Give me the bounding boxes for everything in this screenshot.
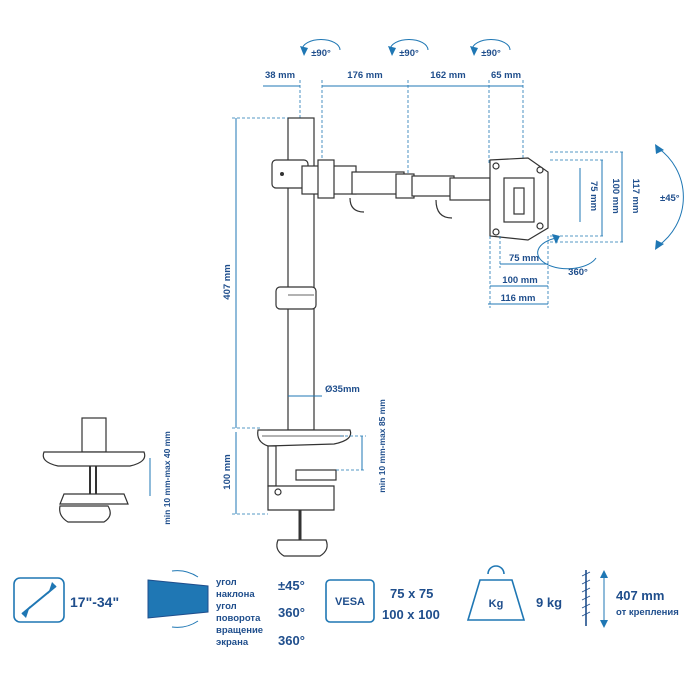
dim-h117: 117 mm: [630, 179, 641, 214]
rotation-middle-label: ±90°: [399, 48, 419, 59]
height-sub: от крепления: [616, 607, 679, 618]
plate-height-dims: 75 mm 100 mm 117 mm: [550, 151, 641, 243]
tilt-label-1: угол: [216, 577, 237, 588]
arm-dimension-row: 38 mm 176 mm 162 mm 65 mm: [263, 70, 524, 175]
spec-tilt-swivel: угол наклона угол поворота вращение экра…: [147, 570, 305, 648]
dim-h75: 75 mm: [588, 181, 599, 211]
tilt-value: ±45°: [278, 578, 305, 593]
pole-height-label: 407 mm: [222, 264, 233, 299]
dim-162: 162 mm: [430, 70, 465, 81]
dim-h100: 100 mm: [610, 178, 621, 213]
rotation-left-label: ±90°: [311, 48, 331, 59]
vesa-plate: [489, 157, 549, 241]
spec-height: 407 mm от крепления: [581, 570, 679, 628]
screen-size-label: 17"-34": [70, 594, 119, 610]
pole-diameter-dim: Ø35mm: [288, 384, 360, 397]
dim-w75: 75 mm: [509, 253, 539, 264]
spec-vesa: VESA 75 x 75 100 x 100: [325, 579, 440, 623]
dim-65: 65 mm: [491, 70, 521, 81]
tilt-label: ±45°: [660, 193, 680, 204]
pole-collar: [275, 286, 317, 310]
dim-w100: 100 mm: [502, 275, 537, 286]
rotate-label-1: вращение: [216, 625, 263, 636]
clamp-base: [257, 429, 352, 557]
grommet-range-label: min 10 mm-max 40 mm: [162, 431, 172, 525]
swivel-label-2: поворота: [216, 613, 261, 624]
weight-badge: Kg: [489, 598, 504, 610]
vesa-100: 100 x 100: [382, 607, 440, 622]
grommet-mount: [42, 417, 146, 523]
rotation-badge-middle: ±90°: [388, 38, 429, 59]
clamp-height-label: 100 mm: [222, 454, 233, 489]
rotation-right-label: ±90°: [481, 48, 501, 59]
weight-value: 9 kg: [536, 595, 562, 610]
tilt-label-2: наклона: [216, 589, 255, 600]
height-value: 407 mm: [616, 588, 664, 603]
rotate-label-2: экрана: [216, 637, 249, 648]
pole-diameter-label: Ø35mm: [325, 384, 360, 395]
clamp-range-label: min 10 mm-max 85 mm: [377, 399, 387, 493]
swivel-label-1: угол: [216, 601, 237, 612]
arm: [271, 159, 491, 219]
spec-weight: Kg 9 kg: [466, 565, 562, 621]
pole-height-dim: 407 mm: [222, 117, 288, 429]
tilt-indicator: ±45°: [655, 144, 684, 250]
plate-width-dims: 75 mm 100 mm 116 mm: [488, 236, 549, 308]
dim-w116: 116 mm: [501, 293, 536, 304]
rotate-indicator: 360°: [537, 234, 597, 278]
vesa-badge: VESA: [335, 596, 365, 608]
rotate-label: 360°: [568, 267, 588, 278]
swivel-value: 360°: [278, 605, 305, 620]
rotation-badge-left: ±90°: [300, 38, 341, 59]
spec-screen-size: 17"-34": [13, 577, 119, 623]
clamp-height-dim: 100 mm: [222, 432, 268, 515]
dim-38: 38 mm: [265, 70, 295, 81]
rotation-badge-right: ±90°: [470, 38, 511, 59]
grommet-range-dim: min 10 mm-max 40 mm: [149, 431, 172, 525]
rotate-value: 360°: [278, 633, 305, 648]
clamp-range-dim: min 10 mm-max 85 mm: [336, 399, 387, 493]
dim-176: 176 mm: [347, 70, 382, 81]
vesa-75: 75 x 75: [390, 586, 433, 601]
